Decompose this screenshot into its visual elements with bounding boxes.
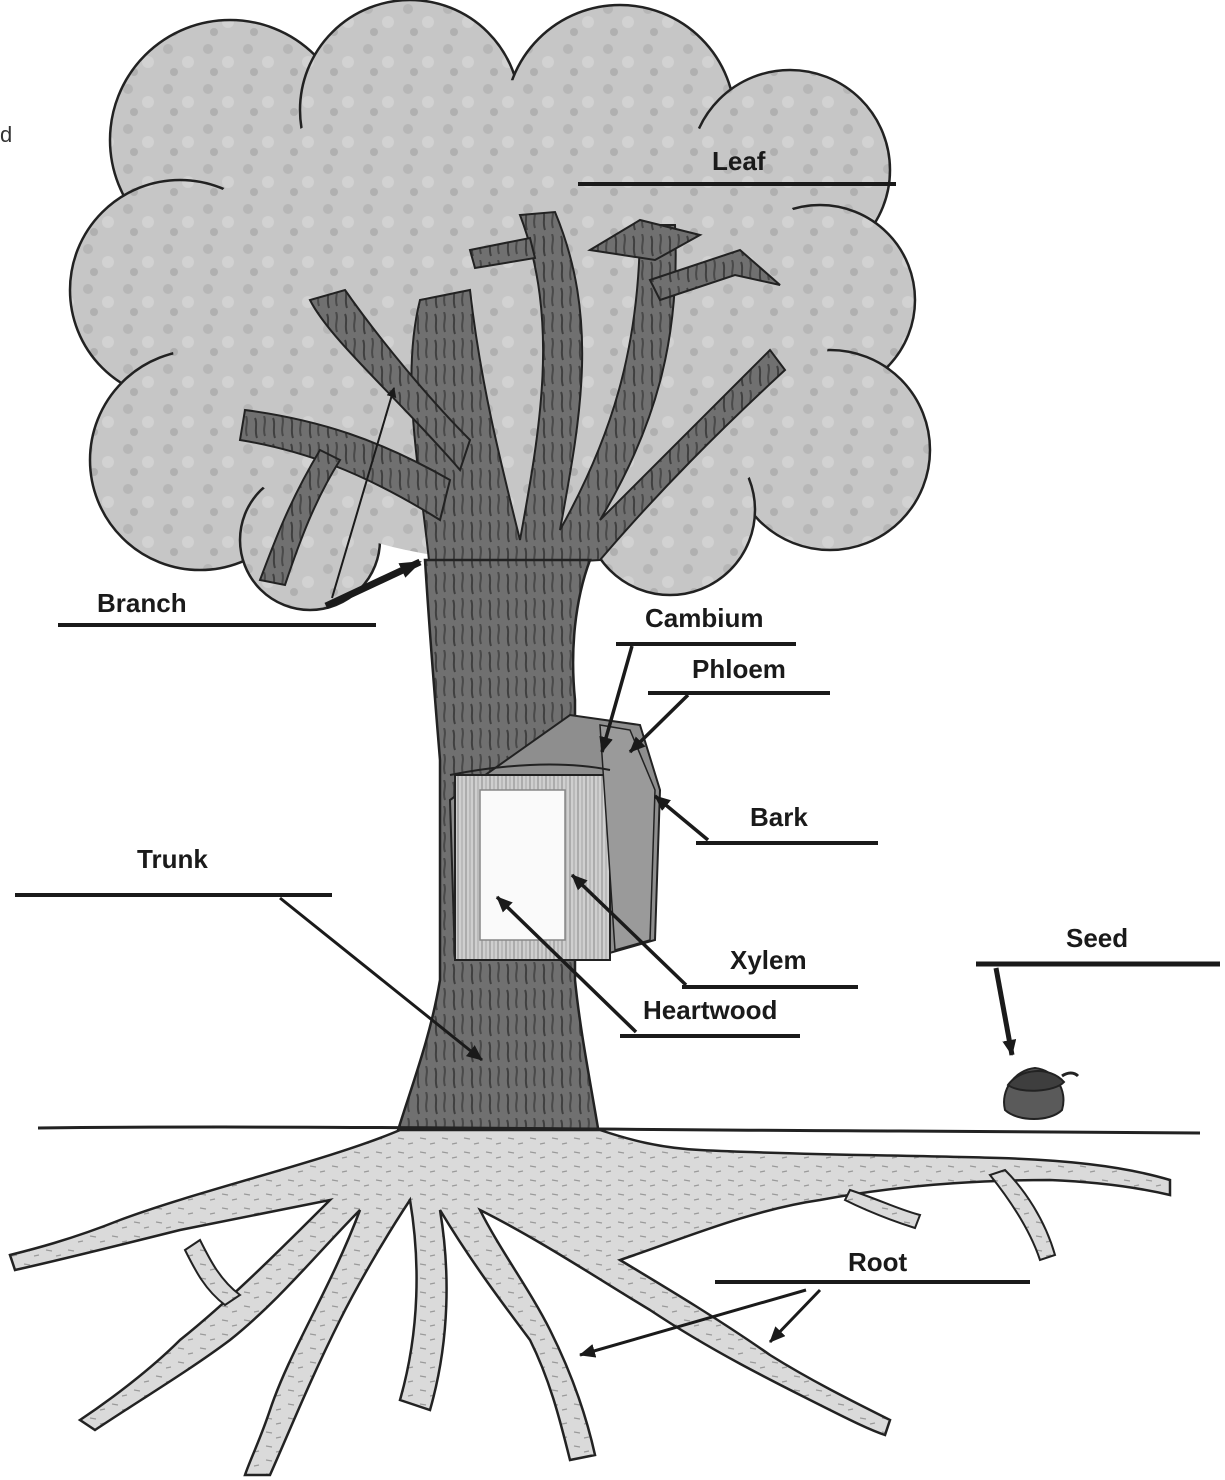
label-xylem: Xylem — [730, 947, 807, 973]
phloem-arrow — [630, 695, 688, 752]
label-heartwood: Heartwood — [643, 997, 777, 1023]
ground-line — [38, 1127, 1200, 1133]
label-phloem: Phloem — [692, 656, 786, 682]
label-cambium: Cambium — [645, 605, 763, 631]
label-trunk: Trunk — [137, 846, 208, 872]
label-root: Root — [848, 1249, 907, 1275]
label-seed: Seed — [1066, 925, 1128, 951]
roots — [10, 1130, 1170, 1475]
label-bark: Bark — [750, 804, 808, 830]
acorn-icon — [1004, 1068, 1078, 1119]
bark-arrow — [655, 796, 708, 840]
margin-text-fragment: d — [0, 124, 12, 146]
label-leaf: Leaf — [712, 148, 765, 174]
root-arrow-left — [580, 1290, 806, 1355]
seed-arrow — [996, 968, 1012, 1055]
label-branch: Branch — [97, 590, 187, 616]
